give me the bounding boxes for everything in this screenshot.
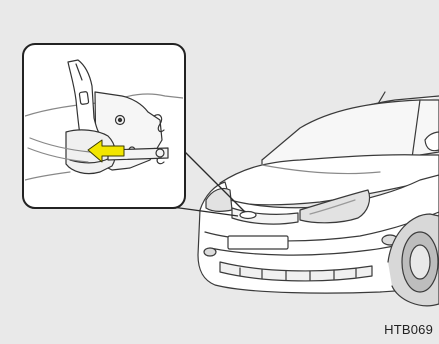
car-front-icon [198,92,439,306]
detail-callout [23,44,185,208]
figure-code: HTB069 [384,322,433,337]
